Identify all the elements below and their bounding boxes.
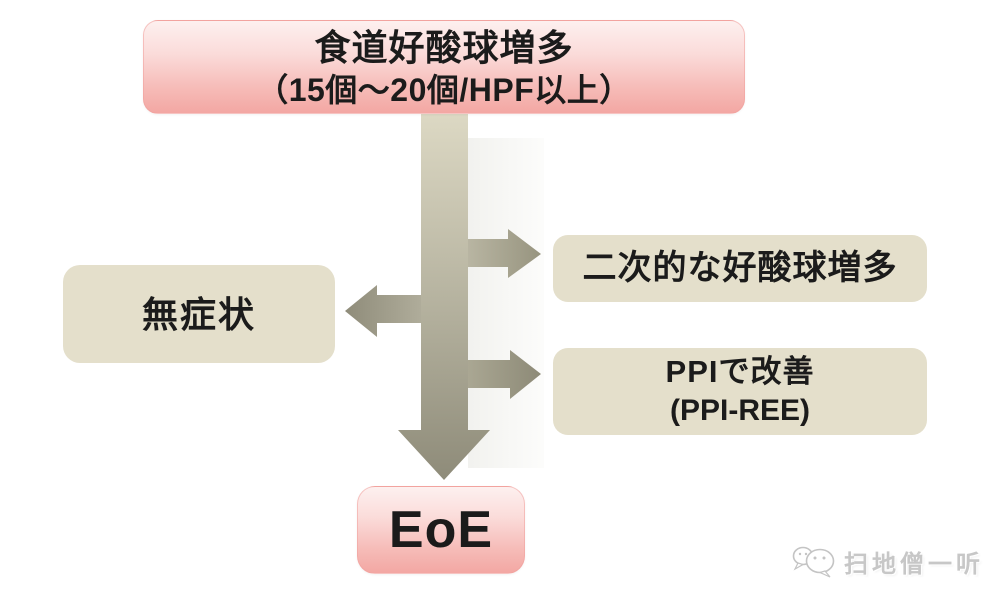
node-label: EoE	[388, 500, 494, 559]
node-eoe: EoE	[357, 486, 525, 574]
watermark: 扫地僧一听	[792, 541, 984, 581]
node-ppi-responsive: PPIで改善 (PPI-REE)	[553, 348, 927, 435]
left-arrow	[345, 285, 430, 337]
node-esophageal-eosinophilia: 食道好酸球増多 （15個～20個/HPF以上）	[143, 20, 745, 114]
node-label: 二次的な好酸球増多	[582, 249, 898, 288]
wechat-icon	[792, 546, 835, 578]
watermark-text: 扫地僧一听	[844, 550, 984, 578]
node-label-line1: PPIで改善	[665, 354, 815, 390]
right-arrow-upper	[460, 229, 541, 278]
down-arrow	[398, 111, 490, 480]
node-asymptomatic: 無症状	[63, 265, 335, 363]
node-secondary-eosinophilia: 二次的な好酸球増多	[553, 235, 927, 302]
node-label-line2: （15個～20個/HPF以上）	[256, 71, 632, 108]
node-label: 無症状	[141, 293, 256, 335]
node-label-line1: 食道好酸球増多	[314, 26, 574, 68]
node-label-line2: (PPI-REE)	[669, 394, 810, 428]
right-arrow-lower	[460, 350, 541, 399]
